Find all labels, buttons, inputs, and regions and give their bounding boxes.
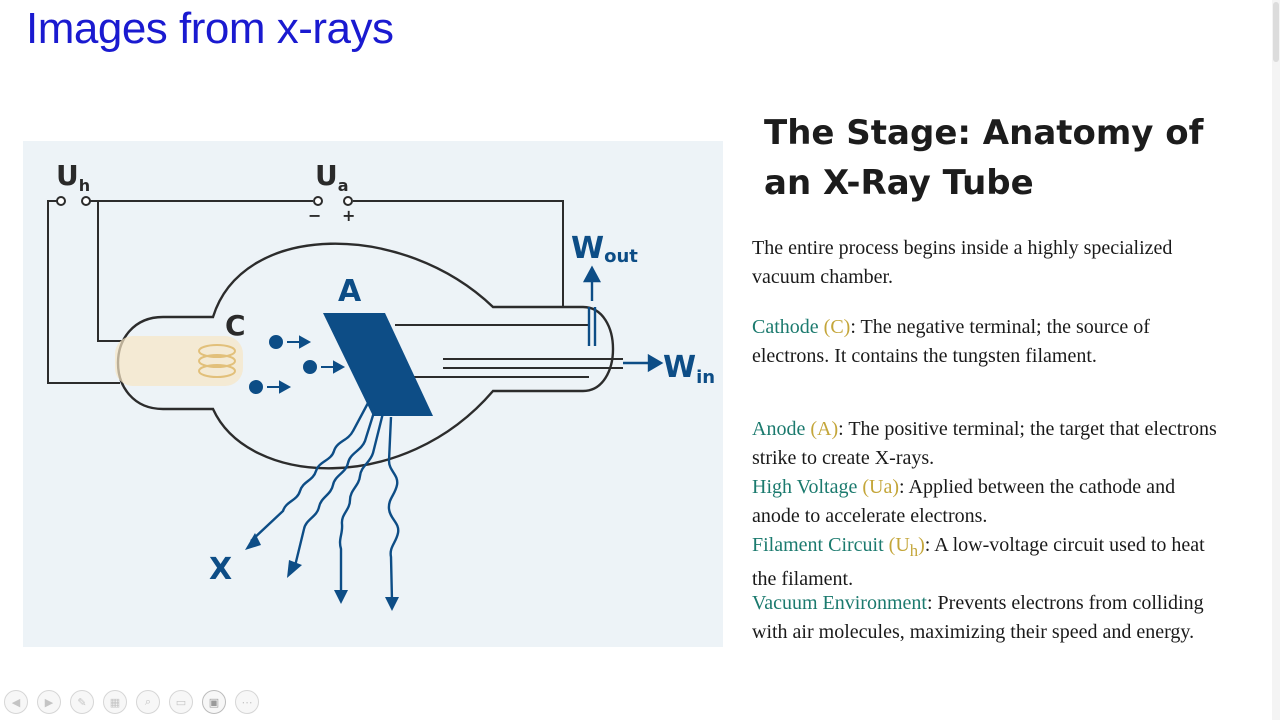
item-description: The negative terminal; the source of ele… <box>752 316 1150 367</box>
symbol-open: ( <box>857 476 870 498</box>
pen-icon: ✎ <box>77 695 87 709</box>
symbol-open: ( <box>818 316 831 338</box>
separator: : <box>838 418 849 440</box>
symbol-open: ( <box>883 534 896 556</box>
pen-button[interactable]: ✎ <box>70 690 94 714</box>
vertical-scrollbar[interactable] <box>1272 0 1280 720</box>
symbol-label: Ua <box>869 476 893 498</box>
symbol-label: C <box>830 316 844 338</box>
separator: : <box>924 534 935 556</box>
zoom-icon: ⌕ <box>144 695 152 708</box>
cathode-label: C <box>225 309 246 342</box>
symbol-label: U <box>895 534 910 556</box>
wout-label: Wout <box>571 231 638 267</box>
section-heading: The Stage: Anatomy of an X-Ray Tube <box>764 113 1204 203</box>
cooling-ports <box>582 265 664 373</box>
symbol-close: ) <box>892 476 900 498</box>
more-options-button[interactable]: ⋯ <box>235 690 259 714</box>
intro-text: The entire process begins inside a highl… <box>752 237 1173 288</box>
symbol-close: ) <box>831 418 839 440</box>
ua-label: Ua <box>315 159 349 195</box>
electrons <box>249 335 346 394</box>
filament-icon <box>115 336 243 386</box>
item-description: A low-voltage circuit used to heat the f… <box>752 534 1205 590</box>
plus-sign: + <box>342 206 355 225</box>
symbol-close: ) <box>918 534 925 556</box>
anode-target <box>323 313 433 416</box>
term-label: Cathode <box>752 316 819 338</box>
symbol-open: ( <box>805 418 817 440</box>
zoom-button[interactable]: ⌕ <box>136 690 160 714</box>
item-description: The positive terminal; the target that e… <box>752 418 1217 469</box>
uh-label: Uh <box>56 159 90 195</box>
item-description: Applied between the cathode and anode to… <box>752 476 1176 527</box>
term-label: Vacuum Environment <box>752 592 927 614</box>
presentation-controls: ◀ ▶ ✎ ▦ ⌕ ▭ ▣ ⋯ <box>4 689 259 715</box>
item-filament-circuit: Filament Circuit (Uh): A low-voltage cir… <box>752 531 1222 594</box>
xray-label: X <box>209 552 232 587</box>
next-slide-button[interactable]: ▶ <box>37 690 61 714</box>
camera-icon: ▣ <box>208 695 220 709</box>
term-label: High Voltage <box>752 476 858 498</box>
item-high-voltage: High Voltage (Ua): Applied between the c… <box>752 473 1222 531</box>
camera-button[interactable]: ▣ <box>202 690 226 714</box>
term-label: Filament Circuit <box>752 534 884 556</box>
scrollbar-thumb[interactable] <box>1273 2 1279 62</box>
xray-beams <box>250 402 400 602</box>
slides-grid-button[interactable]: ▦ <box>103 690 127 714</box>
term-label: Anode <box>752 418 806 440</box>
anode-stem <box>395 324 623 378</box>
symbol-subscript: h <box>909 541 919 560</box>
item-description: Prevents electrons from colliding with a… <box>752 592 1204 643</box>
xray-tube-diagram: Uh Ua − + C A Wout Win X <box>23 141 723 647</box>
separator: : <box>926 592 938 614</box>
slides-grid-icon: ▦ <box>109 695 121 709</box>
previous-slide-button[interactable]: ◀ <box>4 690 28 714</box>
separator: : <box>850 316 861 338</box>
previous-slide-icon: ◀ <box>11 695 21 709</box>
anode-label: A <box>338 274 362 309</box>
subtitles-icon: ▭ <box>175 695 187 709</box>
more-options-icon: ⋯ <box>241 695 253 709</box>
separator: : <box>899 476 909 498</box>
win-label: Win <box>663 350 715 388</box>
terminals <box>56 196 353 206</box>
symbol-label: A <box>817 418 832 440</box>
item-cathode: Cathode (C): The negative terminal; the … <box>752 313 1222 371</box>
subtitles-button[interactable]: ▭ <box>169 690 193 714</box>
slide-title: Images from x-rays <box>26 4 394 53</box>
minus-sign: − <box>308 206 321 225</box>
symbol-close: ) <box>843 316 851 338</box>
item-anode: Anode (A): The positive terminal; the ta… <box>752 415 1222 473</box>
next-slide-icon: ▶ <box>44 695 54 709</box>
item-vacuum: Vacuum Environment: Prevents electrons f… <box>752 589 1222 647</box>
xray-arrowheads <box>245 533 399 611</box>
